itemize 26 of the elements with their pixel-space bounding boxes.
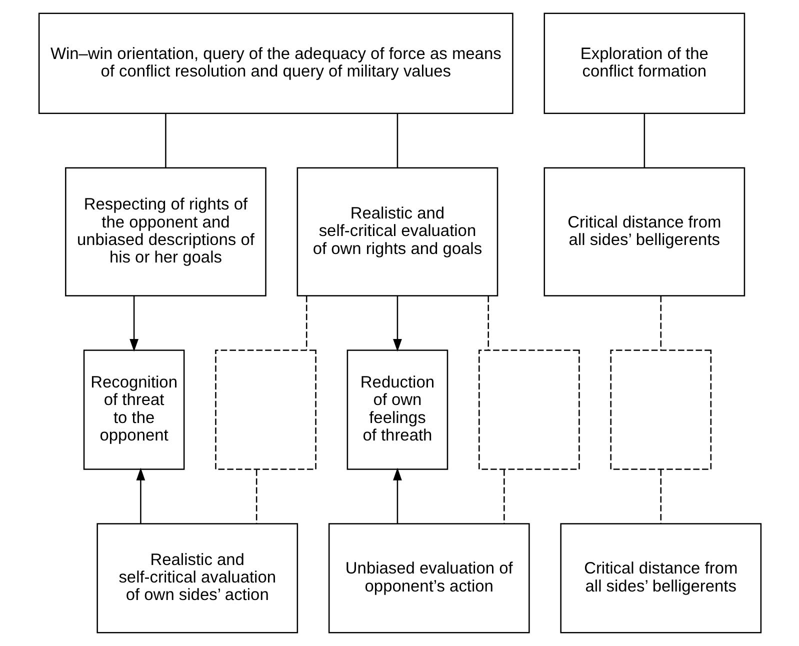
node-box: Realistic and self-critical evaluation of own rights and goals: [296, 167, 498, 296]
node-box: Realistic and self-critical avaluation of own sides’ action: [96, 523, 298, 634]
connector: [487, 296, 488, 350]
node-box: Win–win orientation, query of the adequacy of force as means of conflict resolution and query of military values: [38, 12, 513, 114]
connector: [503, 470, 504, 524]
node-box: Reduction of own feelings of threath: [346, 350, 448, 470]
node-box: Recognition of threat to the opponent: [82, 350, 184, 470]
node-box: Unbiased evaluation of opponent’s action: [328, 523, 530, 634]
node-box: [478, 350, 580, 470]
connector: [660, 470, 662, 524]
node-box: Exploration of the conflict formation: [543, 12, 745, 114]
arrow: [129, 296, 138, 352]
node-box: [610, 350, 712, 470]
connector: [305, 296, 307, 350]
connector: [396, 113, 398, 168]
node-box: [214, 350, 316, 470]
node-box: Respecting of rights of the opponent and unbiased descriptions of his or her goals: [64, 167, 266, 296]
connector: [660, 296, 662, 350]
node-box: Critical distance from all sides’ belligerents: [560, 523, 762, 634]
arrow: [392, 296, 402, 352]
node-box: Critical distance from all sides’ belligerents: [543, 167, 745, 296]
connector: [164, 113, 166, 168]
arrow: [136, 468, 145, 524]
connector: [643, 113, 645, 168]
connector: [255, 470, 257, 524]
arrow: [392, 468, 402, 524]
